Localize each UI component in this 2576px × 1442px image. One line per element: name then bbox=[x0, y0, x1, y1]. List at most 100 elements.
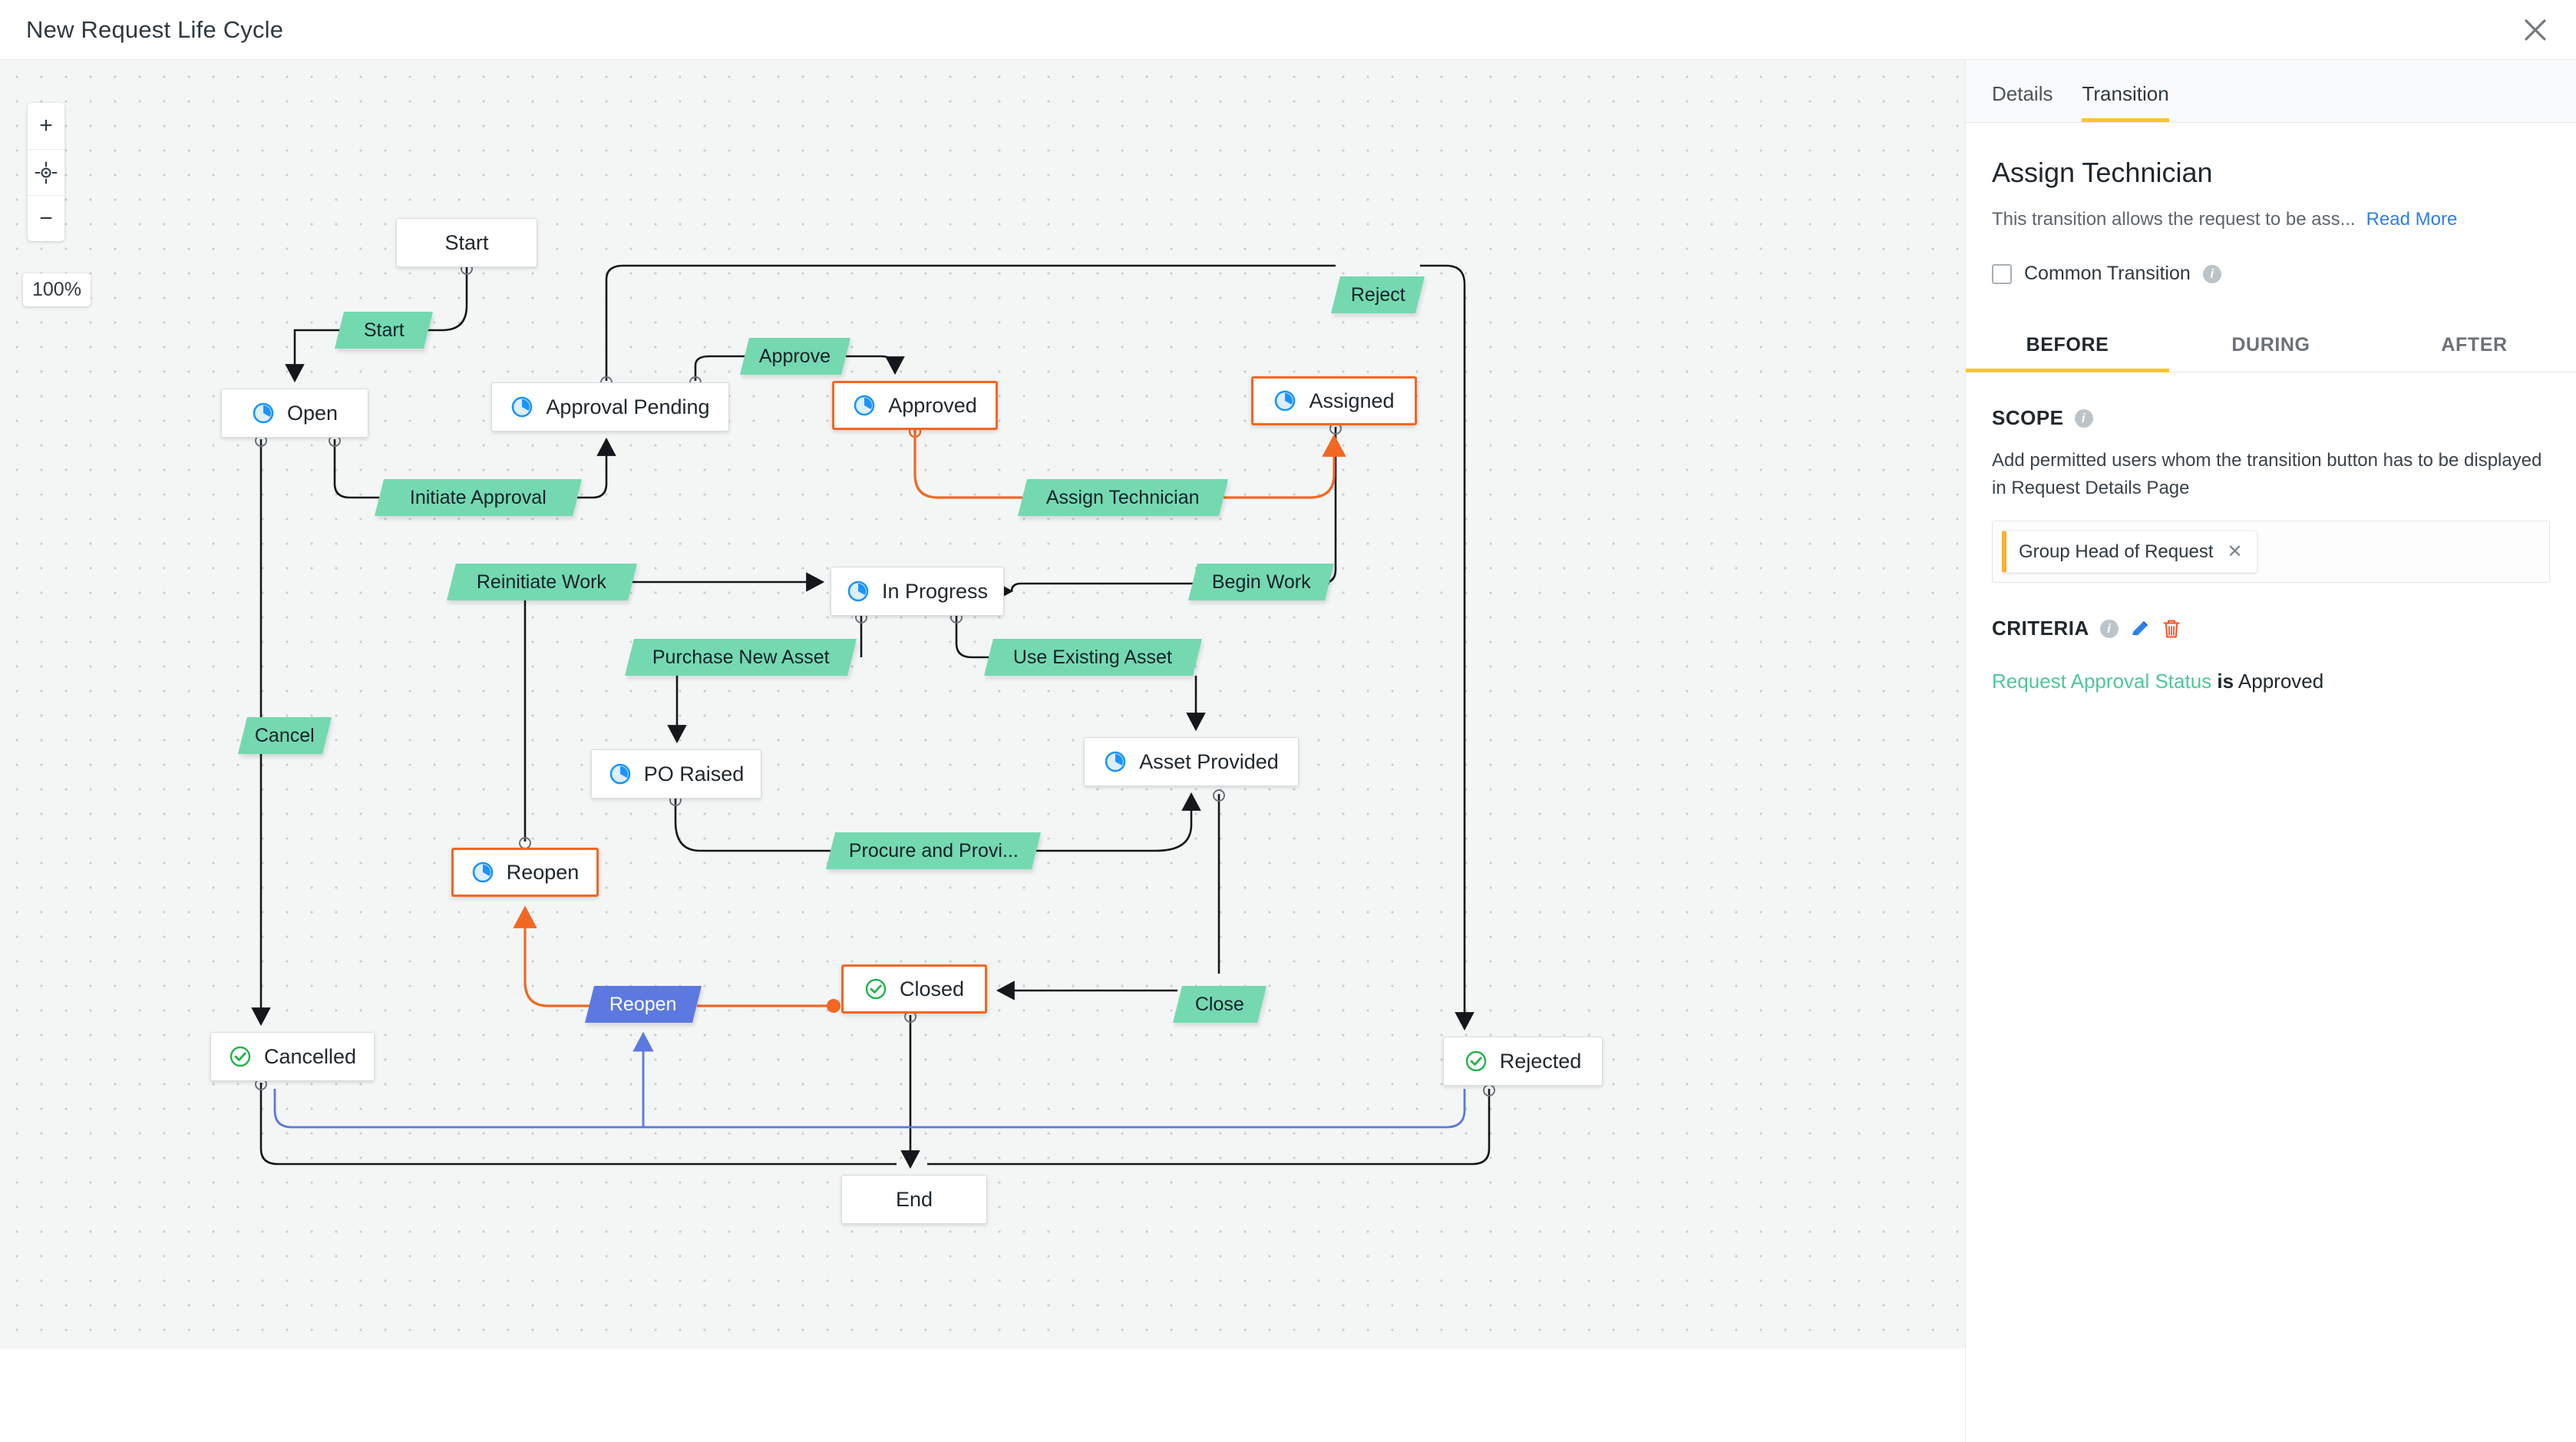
diagram-transition-t_approve[interactable]: Approve bbox=[740, 338, 850, 375]
transition-description-row: This transition allows the request to be… bbox=[1992, 209, 2550, 230]
diagram-node-label: Closed bbox=[899, 977, 965, 1000]
diagram-node-assigned[interactable]: Assigned bbox=[1251, 376, 1417, 425]
zoom-in-button[interactable]: + bbox=[39, 113, 53, 138]
diagram-node-label: Asset Provided bbox=[1139, 749, 1279, 773]
diagram-node-approved[interactable]: Approved bbox=[832, 381, 998, 430]
diagram-node-open[interactable]: Open bbox=[221, 389, 368, 438]
zoom-controls: + − bbox=[28, 103, 64, 241]
diagram-transition-t_reinit[interactable]: Reinitiate Work bbox=[447, 564, 637, 600]
common-transition-label: Common Transition bbox=[2024, 263, 2191, 284]
diagram-node-label: Rejected bbox=[1499, 1049, 1582, 1073]
criteria-value: Approved bbox=[2237, 670, 2324, 693]
diagram-node-reopen_state[interactable]: Reopen bbox=[451, 848, 599, 897]
diagram-transition-label: Cancel bbox=[255, 724, 315, 746]
diagram-node-po_raised[interactable]: PO Raised bbox=[591, 749, 761, 799]
diagram-transition-t_useexist[interactable]: Use Existing Asset bbox=[984, 639, 1202, 676]
diagram-node-rejected[interactable]: Rejected bbox=[1443, 1037, 1603, 1086]
close-icon[interactable] bbox=[2515, 9, 2556, 51]
diagram-transition-t_reject[interactable]: Reject bbox=[1331, 276, 1425, 313]
in-progress-icon bbox=[510, 395, 533, 418]
diagram-canvas[interactable]: + − 100% bbox=[0, 60, 1965, 1348]
diagram-transition-t_cancel[interactable]: Cancel bbox=[238, 717, 332, 754]
scope-tag[interactable]: Group Head of Request ✕ bbox=[2002, 531, 2257, 573]
completed-icon bbox=[1465, 1050, 1488, 1073]
diagram-transition-label: Purchase New Asset bbox=[652, 646, 830, 668]
diagram-node-label: PO Raised bbox=[643, 762, 745, 785]
info-icon[interactable]: i bbox=[2074, 408, 2093, 428]
diagram-transition-t_initiate[interactable]: Initiate Approval bbox=[375, 479, 582, 516]
pencil-icon[interactable] bbox=[2129, 618, 2151, 640]
criteria-expression: Request Approval Status is Approved bbox=[1992, 670, 2550, 693]
tab-details[interactable]: Details bbox=[1992, 82, 2053, 105]
page-title: New Request Life Cycle bbox=[26, 15, 284, 43]
diagram-transition-label: Start bbox=[363, 319, 405, 341]
zoom-out-button[interactable]: − bbox=[28, 195, 64, 241]
zoom-level-indicator: 100% bbox=[23, 273, 91, 306]
criteria-field: Request Approval Status bbox=[1992, 670, 2212, 693]
in-progress-icon bbox=[471, 861, 494, 884]
diagram-transition-t_begin[interactable]: Begin Work bbox=[1188, 564, 1334, 600]
info-icon[interactable]: i bbox=[2099, 619, 2119, 638]
diagram-node-in_progress[interactable]: In Progress bbox=[831, 567, 1004, 616]
diagram-transition-t_reopen[interactable]: Reopen bbox=[585, 986, 702, 1023]
scope-help-text: Add permitted users whom the transition … bbox=[1992, 450, 2542, 498]
diagram-transition-t_procure[interactable]: Procure and Provi... bbox=[826, 832, 1041, 869]
window-header: New Request Life Cycle bbox=[0, 0, 2576, 60]
diagram-transition-t_close[interactable]: Close bbox=[1173, 986, 1267, 1023]
diagram-transition-t_assign[interactable]: Assign Technician bbox=[1018, 479, 1228, 516]
subtab-during[interactable]: DURING bbox=[2231, 334, 2310, 356]
close-icon[interactable]: ✕ bbox=[2227, 541, 2243, 562]
diagram-node-end[interactable]: End bbox=[841, 1175, 987, 1224]
diagram-transition-label: Reject bbox=[1350, 283, 1405, 306]
transition-title: Assign Technician bbox=[1992, 157, 2213, 188]
in-progress-icon bbox=[847, 580, 870, 603]
info-icon[interactable]: i bbox=[2202, 264, 2221, 283]
tab-transition[interactable]: Transition bbox=[2082, 82, 2169, 122]
diagram-transition-label: Begin Work bbox=[1211, 571, 1311, 593]
diagram-node-label: Start bbox=[444, 230, 489, 254]
in-progress-icon bbox=[1273, 389, 1296, 412]
diagram-node-start[interactable]: Start bbox=[396, 218, 537, 267]
criteria-title-text: CRITERIA bbox=[1992, 617, 2089, 640]
trash-icon[interactable] bbox=[2162, 618, 2181, 640]
diagram-node-approval_pending[interactable]: Approval Pending bbox=[491, 382, 729, 432]
criteria-section-title: CRITERIA i bbox=[1992, 617, 2550, 640]
diagram-node-label: In Progress bbox=[881, 579, 989, 603]
diagram-transition-label: Assign Technician bbox=[1046, 486, 1200, 508]
diagram-connectors bbox=[251, 263, 1495, 1169]
diagram-transition-t_start[interactable]: Start bbox=[335, 312, 433, 349]
transition-description: This transition allows the request to be… bbox=[1992, 209, 2356, 230]
read-more-link[interactable]: Read More bbox=[2366, 209, 2458, 230]
criteria-operator: is bbox=[2217, 670, 2234, 693]
subtab-before[interactable]: BEFORE bbox=[1966, 320, 2169, 372]
scope-section-title: SCOPE i bbox=[1992, 406, 2550, 430]
diagram-node-label: Open bbox=[286, 401, 339, 425]
diagram-transition-label: Reopen bbox=[609, 993, 677, 1015]
diagram-node-closed[interactable]: Closed bbox=[841, 964, 987, 1014]
diagram-transition-label: Reinitiate Work bbox=[477, 571, 607, 593]
common-transition-checkbox[interactable] bbox=[1992, 263, 2012, 284]
in-progress-icon bbox=[609, 762, 632, 785]
diagram-transition-label: Close bbox=[1195, 993, 1244, 1015]
diagram-transition-label: Procure and Provi... bbox=[848, 839, 1019, 862]
panel-subtabs: BEFORE DURING AFTER bbox=[1966, 320, 2576, 372]
diagram-transition-label: Approve bbox=[759, 345, 831, 367]
diagram-node-asset_provided[interactable]: Asset Provided bbox=[1084, 737, 1299, 786]
subtab-after[interactable]: AFTER bbox=[2441, 334, 2508, 356]
in-progress-icon bbox=[853, 394, 876, 417]
scope-title-text: SCOPE bbox=[1992, 406, 2064, 429]
diagram-node-label: Assigned bbox=[1309, 389, 1395, 412]
completed-icon bbox=[229, 1045, 252, 1068]
common-transition-row: Common Transition i bbox=[1992, 263, 2550, 285]
recenter-icon[interactable] bbox=[28, 149, 64, 195]
in-progress-icon bbox=[252, 402, 275, 425]
transition-details-panel: Details Transition Assign Technician Thi… bbox=[1965, 60, 2576, 1442]
diagram-transition-label: Initiate Approval bbox=[410, 486, 547, 508]
scope-tag-field[interactable]: Group Head of Request ✕ bbox=[1992, 521, 2550, 583]
diagram-node-cancelled[interactable]: Cancelled bbox=[210, 1032, 375, 1081]
diagram-transition-t_purchase[interactable]: Purchase New Asset bbox=[625, 639, 857, 676]
diagram-node-label: Approval Pending bbox=[546, 395, 710, 418]
diagram-node-label: Cancelled bbox=[263, 1044, 357, 1068]
diagram-node-label: Reopen bbox=[506, 860, 580, 884]
completed-icon bbox=[864, 977, 887, 1000]
